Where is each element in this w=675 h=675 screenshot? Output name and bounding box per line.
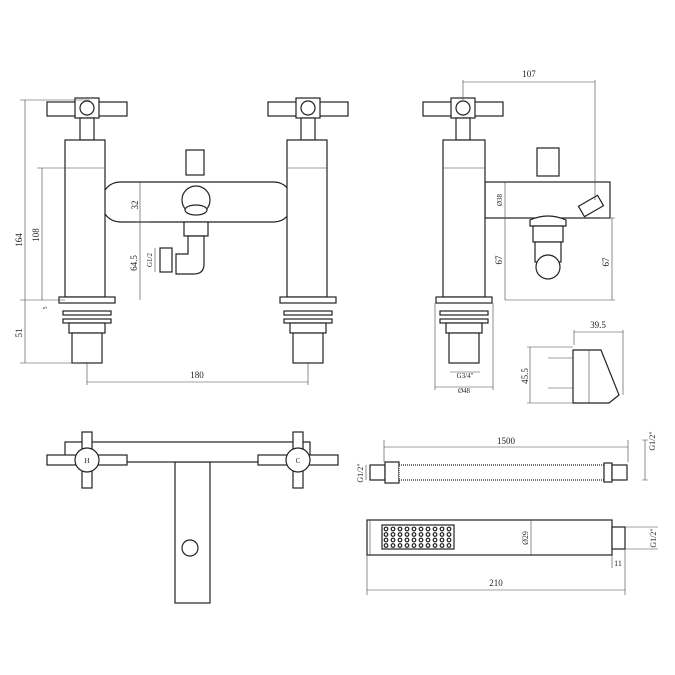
dim-hose-length: 1500 [497, 436, 516, 446]
spray-hole [404, 537, 410, 543]
spray-hole [418, 532, 424, 537]
spray-hole [404, 543, 410, 548]
spray-hole [404, 526, 410, 532]
spray-hole [439, 526, 445, 532]
spray-hole [432, 543, 438, 548]
dim-tail-thread: G3/4" [457, 372, 474, 380]
spray-hole [397, 537, 403, 543]
dim-handset-length: 210 [489, 578, 503, 588]
spray-hole [397, 526, 403, 532]
spray-hole [425, 537, 431, 543]
dim-connector-length: 11 [614, 559, 622, 568]
spray-hole [397, 543, 403, 548]
spray-hole [383, 543, 389, 548]
bracket-view: 39.5 45.5 [520, 320, 624, 404]
spray-hole [383, 537, 389, 543]
dim-bracket-height: 45.5 [520, 368, 530, 384]
spray-hole [446, 532, 452, 537]
spray-hole [425, 543, 431, 548]
spray-hole [418, 543, 424, 548]
dim-base-gap: 5 [43, 307, 49, 310]
dim-projection: 107 [522, 69, 536, 79]
front-view: 164 108 32 64.5 G1/2 5 51 180 [14, 97, 349, 385]
spray-hole [439, 532, 445, 537]
spray-hole [390, 537, 396, 543]
cold-label: C [296, 457, 301, 465]
spray-hole [446, 526, 452, 532]
spray-hole [439, 543, 445, 548]
spray-hole [383, 526, 389, 532]
spray-hole [390, 526, 396, 532]
hose-view: 1500 G1/2" G1/2" [356, 431, 657, 484]
spray-hole [411, 543, 417, 548]
spray-hole [418, 526, 424, 532]
dim-outlet-height-side: 67 [494, 255, 504, 265]
dim-outlet-height: 64.5 [129, 255, 139, 271]
dim-bracket-width: 39.5 [590, 320, 606, 330]
spray-hole [411, 537, 417, 543]
spray-hole [446, 537, 452, 543]
spray-hole [432, 526, 438, 532]
dim-outlet-height-right: 67 [601, 257, 611, 267]
hot-label: H [84, 457, 89, 465]
spray-hole [390, 543, 396, 548]
spray-hole [411, 526, 417, 532]
spray-hole [432, 537, 438, 543]
spray-hole [425, 532, 431, 537]
spray-hole [390, 532, 396, 537]
dim-handset-thread: G1/2" [649, 528, 658, 547]
dim-handset-dia: Ø29 [521, 531, 530, 545]
dim-hose-thread-right: G1/2" [648, 431, 657, 450]
dim-spout-dia: 32 [130, 201, 140, 210]
spray-hole [446, 543, 452, 548]
dim-outlet-thread: G1/2 [146, 253, 154, 268]
dim-tail-length: 51 [14, 329, 24, 338]
handset-view: Ø29 G1/2" 11 210 [366, 519, 658, 595]
dim-height-total: 164 [14, 233, 24, 247]
spray-hole [411, 532, 417, 537]
spray-hole [418, 537, 424, 543]
side-view: 107 Ø38 67 67 G3/4" Ø48 [422, 69, 615, 395]
spray-hole [439, 537, 445, 543]
spray-hole [432, 532, 438, 537]
dim-body-height: 108 [31, 228, 41, 242]
dim-hose-thread-left: G1/2" [356, 463, 365, 482]
spray-hole [404, 532, 410, 537]
spray-hole [397, 532, 403, 537]
dim-base-dia: Ø48 [458, 387, 471, 395]
dim-spout-dia-side: Ø38 [496, 193, 504, 206]
top-view: H C [46, 431, 339, 604]
spray-hole [383, 532, 389, 537]
spray-hole [425, 526, 431, 532]
dim-centres: 180 [190, 370, 204, 380]
